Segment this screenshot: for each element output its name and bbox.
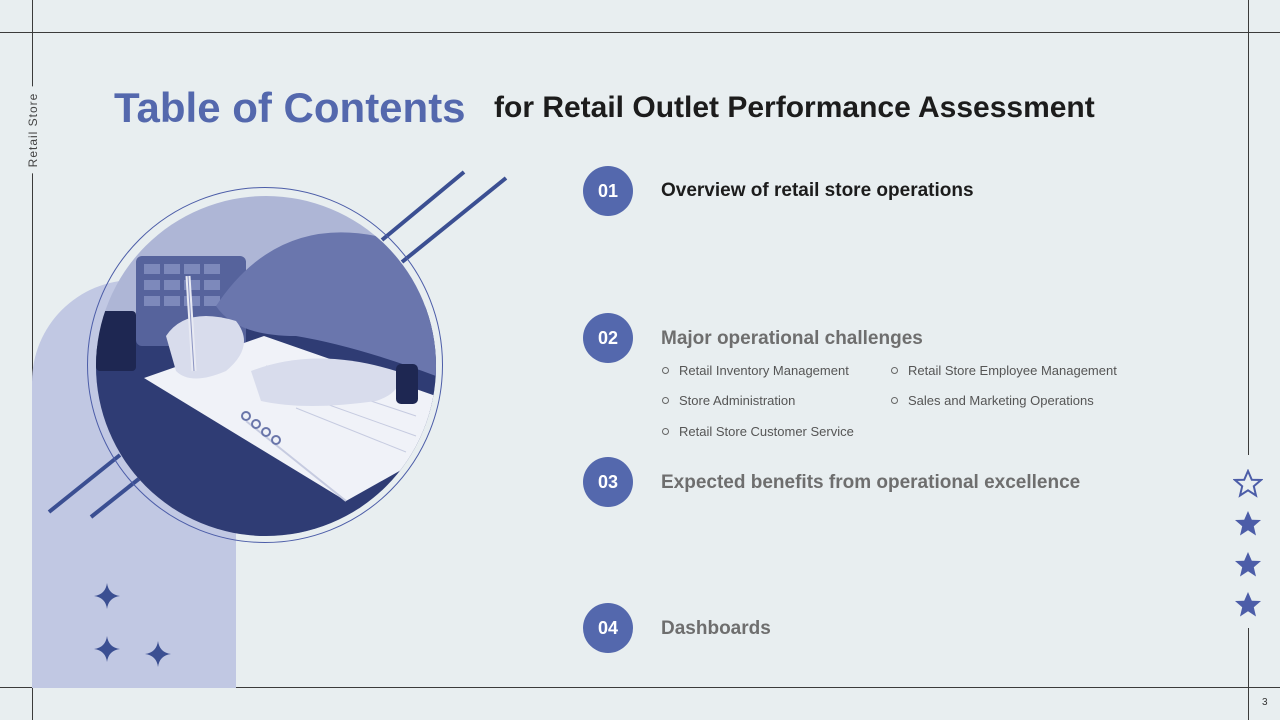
item-number-01: 01 — [583, 166, 633, 216]
frame-top-line — [0, 32, 1280, 33]
bullet-dot-icon — [891, 367, 898, 374]
sparkle-icon — [145, 641, 171, 667]
bullet-item: Retail Store Employee Management — [891, 363, 1117, 378]
bullet-dot-icon — [662, 397, 669, 404]
bullet-item: Retail Store Customer Service — [662, 424, 854, 439]
star-outline-icon — [1233, 469, 1263, 498]
item-title-02[interactable]: Major operational challenges — [661, 328, 923, 349]
bullet-text: Retail Inventory Management — [679, 363, 849, 378]
bullet-text: Retail Store Customer Service — [679, 424, 854, 439]
bullet-item: Sales and Marketing Operations — [891, 393, 1094, 408]
bullet-dot-icon — [662, 367, 669, 374]
photo-ring — [87, 187, 443, 543]
frame-right-line-bottom — [1248, 628, 1249, 720]
star-icon — [1235, 511, 1261, 536]
page-number: 3 — [1262, 697, 1268, 708]
bullet-text: Sales and Marketing Operations — [908, 393, 1094, 408]
sparkle-icon — [94, 636, 120, 662]
item-number-03: 03 — [583, 457, 633, 507]
frame-bottom-line — [0, 687, 1280, 688]
item-number-02: 02 — [583, 313, 633, 363]
bullet-dot-icon — [891, 397, 898, 404]
bullet-text: Retail Store Employee Management — [908, 363, 1117, 378]
item-title-01[interactable]: Overview of retail store operations — [661, 180, 974, 201]
bullet-item: Store Administration — [662, 393, 795, 408]
item-number-04: 04 — [583, 603, 633, 653]
frame-left-line — [32, 0, 33, 720]
bullet-dot-icon — [662, 428, 669, 435]
sparkle-icon — [94, 583, 120, 609]
item-title-03[interactable]: Expected benefits from operational excel… — [661, 472, 1081, 493]
star-icon — [1235, 552, 1261, 577]
frame-right-line-top — [1248, 0, 1249, 455]
photo-hand-writing — [96, 196, 436, 536]
bullet-item: Retail Inventory Management — [662, 363, 849, 378]
star-icon — [1235, 592, 1261, 617]
page-title: Table of Contents — [114, 84, 466, 131]
item-title-04[interactable]: Dashboards — [661, 618, 771, 639]
bullet-text: Store Administration — [679, 393, 796, 408]
page-subtitle: for Retail Outlet Performance Assessment — [494, 91, 1095, 124]
